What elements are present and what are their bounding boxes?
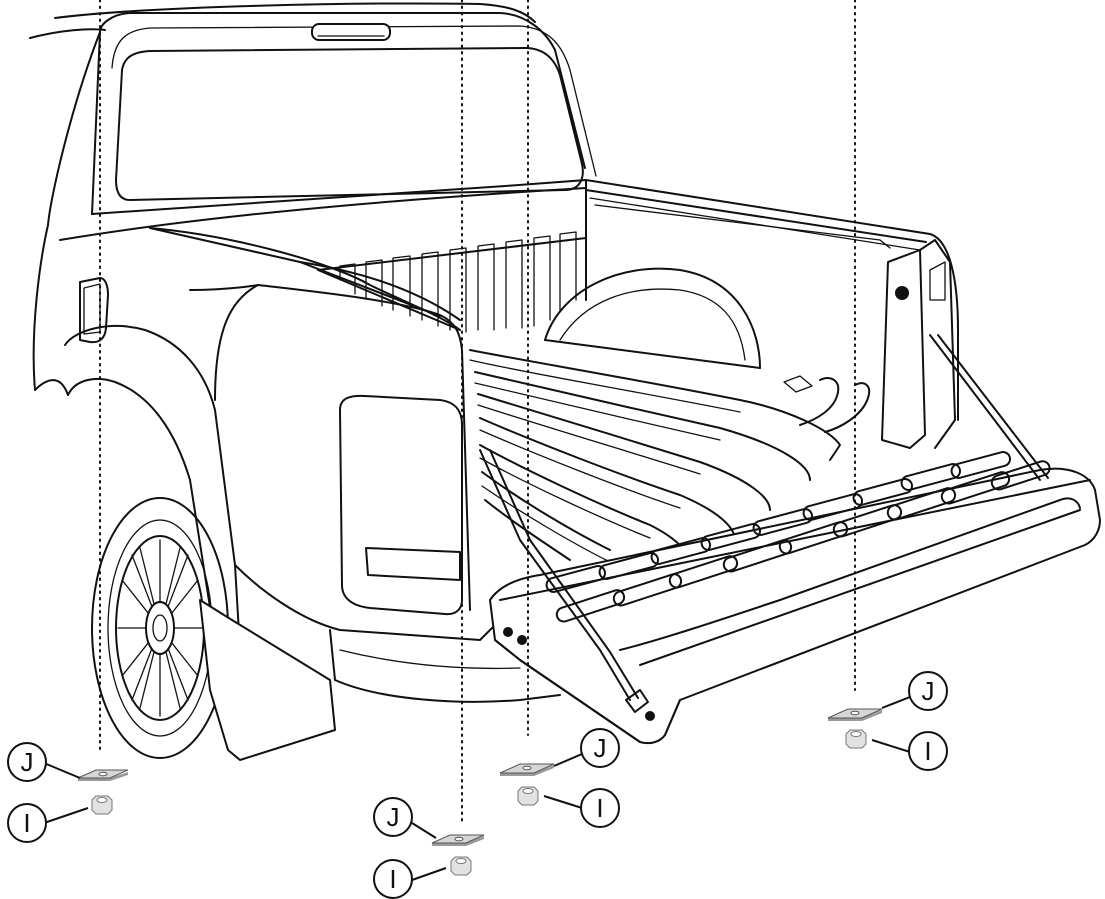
- svg-text:J: J: [594, 733, 607, 763]
- mounting-plate: [499, 763, 555, 776]
- callout-i: I: [908, 731, 948, 771]
- svg-text:J: J: [21, 747, 34, 777]
- truck-rear-left: [34, 277, 561, 761]
- hardware-set-rear-left: J I: [7, 742, 129, 843]
- callout-i: I: [373, 859, 413, 899]
- alignment-lines: [99, 0, 856, 826]
- mounting-plate: [827, 708, 883, 721]
- lock-nut: [517, 786, 539, 806]
- callout-j: J: [373, 797, 413, 837]
- callout-i: I: [580, 788, 620, 828]
- truck-cab: [29, 2, 597, 241]
- svg-text:I: I: [389, 864, 396, 894]
- svg-text:J: J: [387, 802, 400, 832]
- callout-j: J: [7, 742, 47, 782]
- lock-nut: [450, 856, 472, 876]
- lock-nut: [845, 729, 867, 749]
- svg-text:I: I: [23, 808, 30, 838]
- hardware-set-bed-center: J I: [499, 728, 620, 828]
- tailgate: [479, 334, 1101, 745]
- callout-j: J: [908, 671, 948, 711]
- mounting-plate: [431, 834, 485, 846]
- truck-bed: [32, 179, 959, 563]
- svg-text:I: I: [596, 793, 603, 823]
- hardware-set-front-right: J I: [827, 671, 948, 771]
- mounting-plate: [77, 769, 129, 781]
- callout-i: I: [7, 803, 47, 843]
- lock-nut: [91, 795, 113, 815]
- svg-text:I: I: [924, 736, 931, 766]
- callout-j: J: [580, 728, 620, 768]
- hardware-set-bed-left: J I: [373, 797, 485, 899]
- svg-text:J: J: [922, 676, 935, 706]
